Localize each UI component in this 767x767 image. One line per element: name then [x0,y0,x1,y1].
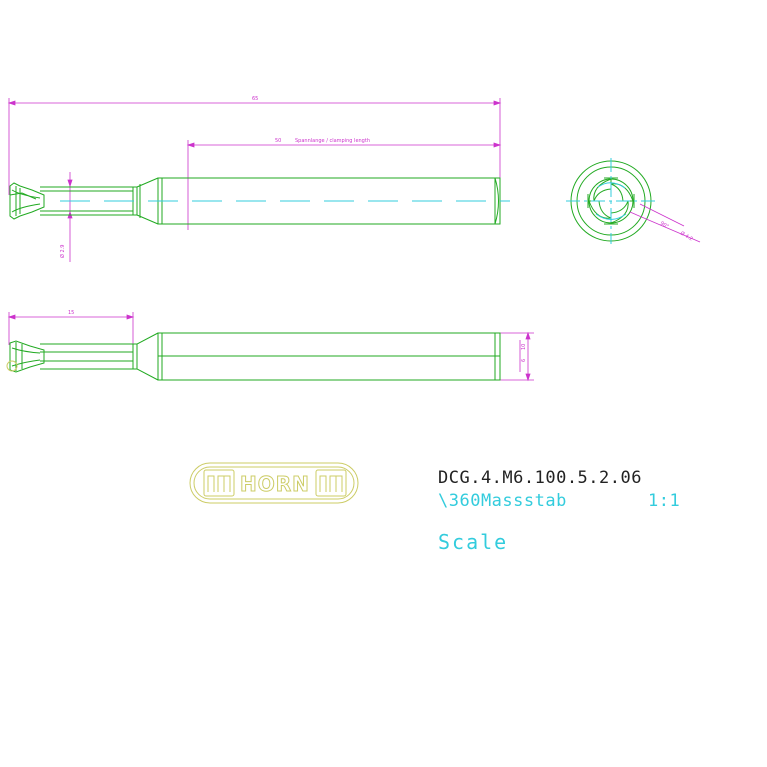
horn-logo [189,462,359,504]
scale-label: Scale [438,530,508,554]
logo-right-emblem [315,469,347,497]
shank-height-label: 6 [521,359,527,362]
shank-diameter-label: 10 [521,344,527,350]
end-view: 90° Ø 4.2 [566,158,701,244]
clamping-length-dimension [186,140,502,230]
neck-diameter-dimension [67,172,73,262]
end-view-angle-label: 90° [659,221,670,231]
end-view-diameter-label: Ø 4.2 [679,230,694,243]
scale-reference: \360Massstab [438,491,567,511]
clamping-length-value: 50 [275,138,281,144]
clamping-length-label: Spannlange / clamping length [295,138,370,144]
bottom-view: 15 10 6 [6,310,534,382]
side-view: 65 50 Spannlange / clamping length Ø 2.9 [7,96,510,262]
bottom-tool-outline [9,332,501,381]
part-number: DCG.4.M6.100.5.2.06 [438,468,642,488]
bottom-length-label: 15 [68,310,74,316]
logo-text: HORN [240,472,310,496]
title-block: DCG.4.M6.100.5.2.06 \360Massstab 1:1 Sca… [438,468,680,554]
scale-value: 1:1 [648,491,680,511]
logo-left-emblem [203,469,235,497]
neck-diameter-label: Ø 2.9 [59,245,66,258]
shank-height-dimension [500,331,534,382]
bottom-length-dimension [7,312,135,345]
overall-length-dimension [7,98,502,195]
overall-length-label: 65 [252,96,258,102]
